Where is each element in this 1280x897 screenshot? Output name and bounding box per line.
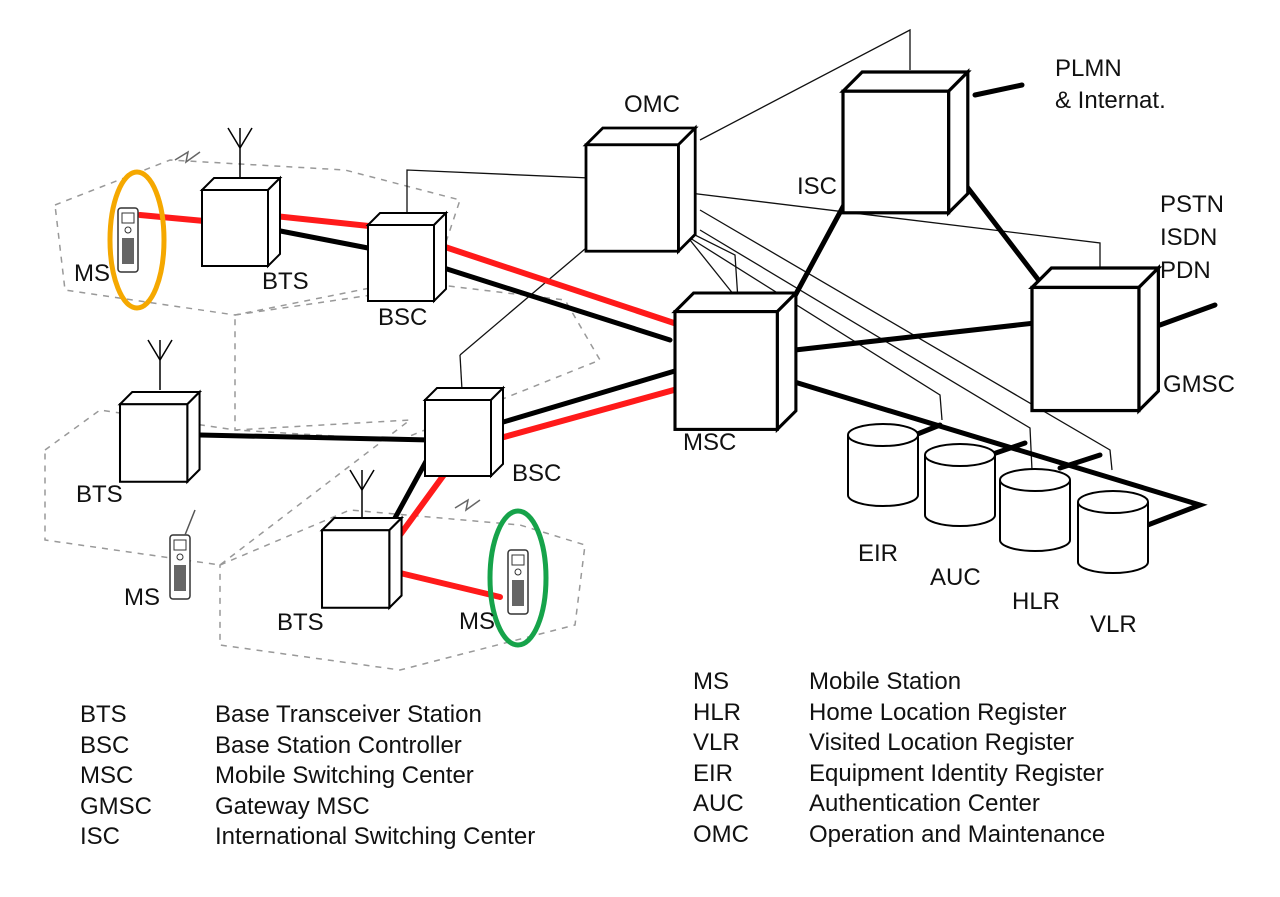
legend-abbr: MSC (80, 762, 134, 789)
bsc-node-top (367, 212, 447, 302)
legend-abbr: OMC (693, 820, 749, 848)
omc-node (584, 126, 697, 253)
ms-label-top: MS (74, 260, 110, 287)
msc-label: MSC (683, 429, 736, 456)
ms-label-left: MS (124, 584, 160, 611)
legend-row: HLR Home Location Register (693, 698, 1105, 729)
legend-text: Mobile Station (809, 668, 962, 695)
legend-abbr: HLR (693, 698, 742, 726)
antenna-icon (147, 339, 173, 391)
bts-node-bottom (320, 516, 403, 609)
legend-row: OMC Operation and Maintenance (693, 820, 1105, 851)
bts-label-bottom: BTS (277, 609, 324, 636)
gmsc-label: GMSC (1163, 371, 1235, 398)
vlr-label: VLR (1090, 611, 1137, 638)
plmn-label: PLMN (1055, 55, 1122, 82)
legend-text: Authentication Center (809, 790, 1040, 817)
legend-row: ISC International Switching Center (80, 822, 535, 853)
auc-label: AUC (930, 564, 981, 591)
auc-database-icon (924, 443, 996, 527)
bsc-label-bottom: BSC (512, 460, 561, 487)
legend-text: Equipment Identity Register (809, 759, 1104, 787)
eir-label: EIR (858, 540, 898, 567)
legend-row: MS Mobile Station (693, 667, 1105, 698)
legend-row: AUC Authentication Center (693, 789, 1105, 820)
bts-label-top: BTS (262, 268, 309, 295)
legend-row: BSC Base Station Controller (80, 731, 535, 762)
isdn-label: ISDN (1160, 224, 1217, 251)
pstn-label: PSTN (1160, 191, 1224, 218)
legend-left: BTS Base Transceiver Station BSC Base St… (80, 700, 535, 853)
legend-text: Mobile Switching Center (215, 762, 474, 789)
omc-label: OMC (624, 91, 680, 118)
legend-text: Base Transceiver Station (215, 701, 482, 728)
hlr-database-icon (999, 468, 1071, 552)
internat-label: & Internat. (1055, 87, 1166, 114)
bsc-label-top: BSC (378, 304, 427, 331)
legend-text: Gateway MSC (215, 792, 370, 820)
legend-text: Operation and Maintenance (809, 820, 1106, 848)
ms-label-bottom: MS (459, 608, 495, 635)
bsc-node-bottom (424, 387, 504, 477)
ms-highlight-circle-top (107, 169, 167, 311)
ms-highlight-circle-bottom (487, 508, 549, 648)
pdn-label: PDN (1160, 257, 1211, 284)
antenna-icon (227, 127, 253, 179)
bts-label-left: BTS (76, 481, 123, 508)
legend-abbr: GMSC (80, 792, 152, 820)
vlr-database-icon (1077, 490, 1149, 574)
legend-row: MSC Mobile Switching Center (80, 761, 535, 792)
mobile-phone-icon (117, 207, 139, 273)
radio-link-icon (454, 498, 481, 512)
isc-node (841, 70, 970, 215)
msc-node (673, 291, 798, 431)
mobile-phone-icon (169, 534, 191, 600)
legend-abbr: AUC (693, 790, 744, 817)
bts-node-top (201, 177, 281, 267)
isc-label: ISC (797, 173, 837, 200)
cell-outline-top (54, 159, 461, 316)
mobile-phone-icon (507, 549, 529, 615)
legend-text: Visited Location Register (809, 729, 1075, 756)
cell-outline-bottom (219, 509, 586, 671)
legend-row: EIR Equipment Identity Register (693, 759, 1105, 790)
eir-database-icon (847, 423, 919, 507)
legend-text: Home Location Register (809, 698, 1067, 726)
legend-abbr: BSC (80, 731, 130, 759)
legend-abbr: VLR (693, 729, 740, 756)
legend-abbr: BTS (80, 701, 127, 728)
legend-row: GMSC Gateway MSC (80, 792, 535, 823)
cell-outline-left (44, 409, 413, 566)
legend-abbr: ISC (80, 823, 121, 850)
bts-node-left (118, 390, 201, 483)
legend-abbr: EIR (693, 759, 734, 787)
legend-text: Base Station Controller (215, 731, 462, 759)
radio-link-icon (174, 150, 201, 164)
hlr-label: HLR (1012, 588, 1060, 615)
gmsc-node (1030, 266, 1160, 413)
legend-row: VLR Visited Location Register (693, 728, 1105, 759)
legend-right: MS Mobile Station HLR Home Location Regi… (693, 667, 1105, 850)
legend-abbr: MS (693, 668, 729, 695)
legend-row: BTS Base Transceiver Station (80, 700, 535, 731)
legend-text: International Switching Center (215, 823, 536, 850)
